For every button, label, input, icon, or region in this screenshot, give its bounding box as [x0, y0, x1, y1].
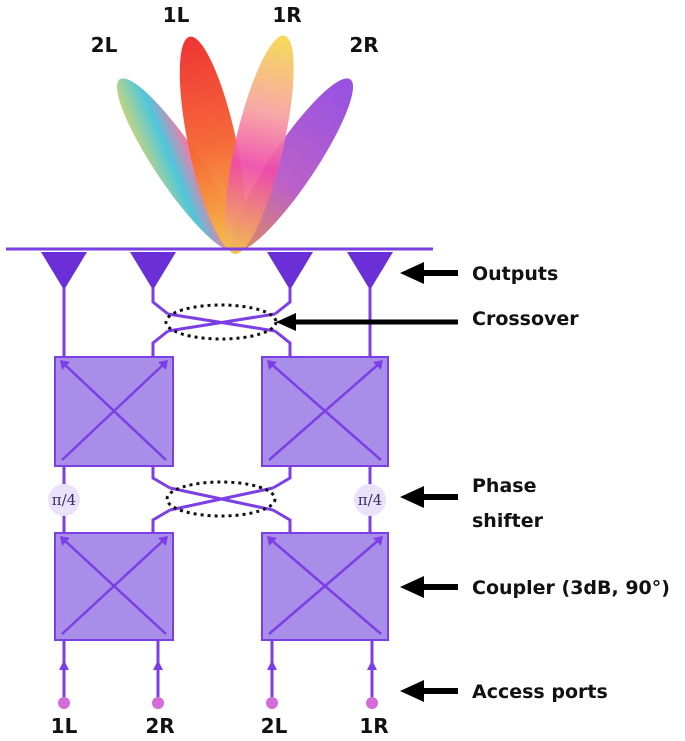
beam-label-1R: 1R	[272, 3, 301, 27]
antenna-element	[267, 252, 313, 290]
label-access-ports: Access ports	[472, 681, 608, 703]
beam-label-2R: 2R	[349, 33, 378, 57]
antenna-element	[130, 252, 176, 290]
label-crossover: Crossover	[472, 308, 579, 330]
port-dot	[266, 697, 278, 709]
crossover-marker-middle	[165, 480, 277, 518]
annotation-arrows	[276, 262, 458, 702]
antenna-element	[347, 252, 393, 290]
label-phase-shifter-line1: Phase	[472, 475, 536, 497]
beam-label-1L: 1L	[163, 3, 190, 27]
antenna-element	[41, 252, 87, 290]
label-phase-shifter-line2: shifter	[472, 510, 544, 532]
phase-shifter-label: π/4	[358, 491, 382, 509]
radiation-beams	[116, 35, 354, 255]
port-arrowheads	[59, 660, 377, 670]
phase-shifter-left: π/4	[48, 484, 80, 516]
phase-shifter-label: π/4	[52, 491, 76, 509]
phase-shifter-right: π/4	[354, 484, 386, 516]
port-label-2L: 2L	[261, 714, 288, 738]
antenna-elements	[41, 252, 393, 290]
port-label-1L: 1L	[51, 714, 78, 738]
beam-1R	[224, 35, 294, 255]
coupler-bottom-left	[54, 532, 174, 641]
beam-label-2L: 2L	[91, 33, 118, 57]
coupler-top-right	[261, 356, 389, 467]
label-outputs: Outputs	[472, 263, 558, 285]
port-label-1R: 1R	[359, 714, 388, 738]
label-coupler: Coupler (3dB, 90°)	[472, 577, 670, 599]
coupler-top-left	[54, 356, 174, 467]
port-dot	[366, 697, 378, 709]
port-label-2R: 2R	[145, 714, 174, 738]
coupler-bottom-right	[261, 532, 389, 641]
port-dot	[152, 697, 164, 709]
port-dot	[58, 697, 70, 709]
access-port-dots	[58, 697, 378, 709]
